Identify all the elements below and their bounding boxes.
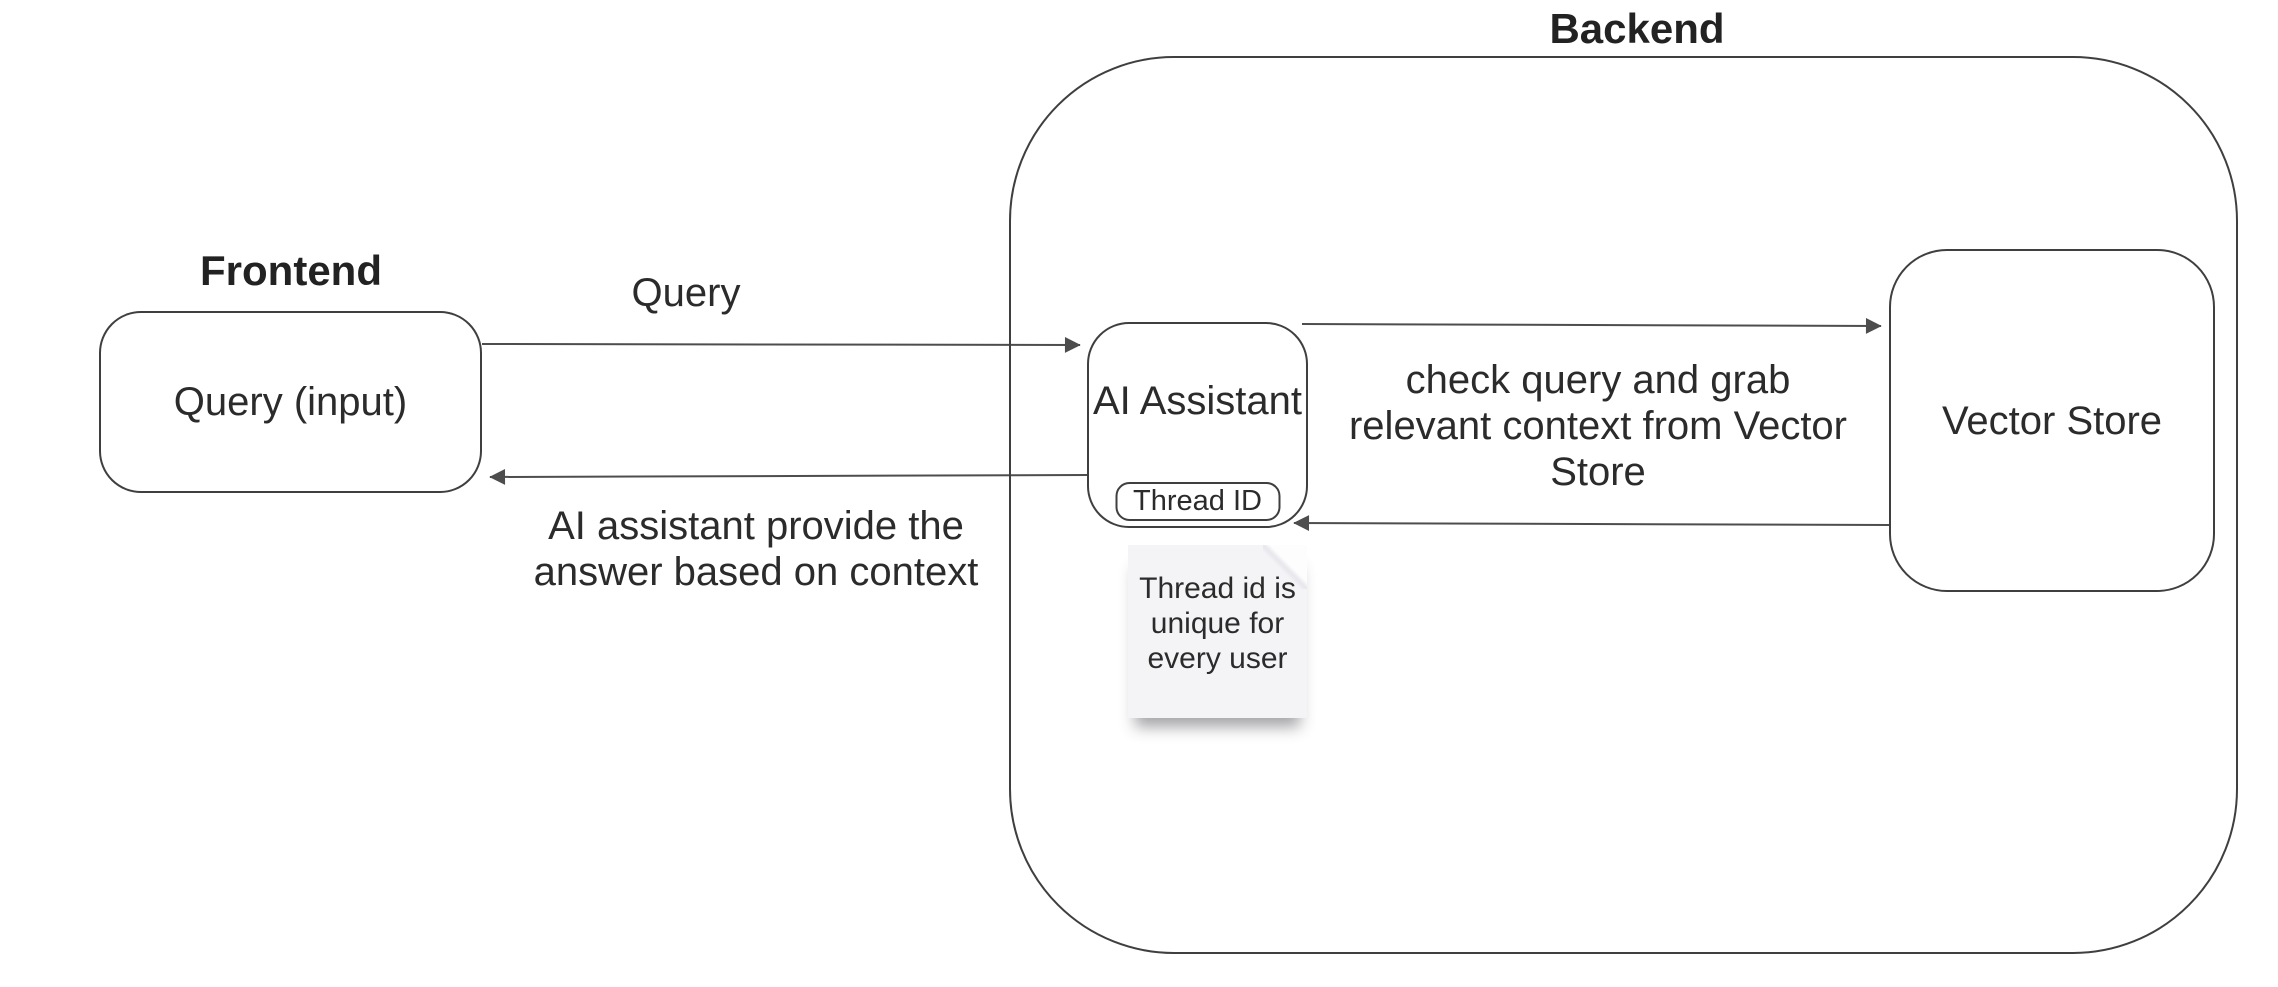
sticky-note-text: Thread id is unique for every user bbox=[1139, 572, 1296, 675]
thread-id-badge: Thread ID bbox=[1115, 482, 1280, 521]
sticky-note: Thread id is unique for every user bbox=[1128, 545, 1307, 718]
node-vector-store-label: Vector Store bbox=[1941, 398, 2163, 443]
edge-label-check-query: check query and grab relevant context fr… bbox=[1348, 358, 1847, 494]
node-ai-assistant: AI Assistant Thread ID bbox=[1087, 322, 1308, 528]
edge-query-arrow bbox=[481, 337, 1081, 353]
node-query-input-label: Query (input) bbox=[173, 380, 408, 424]
edge-answer-arrow bbox=[489, 469, 1088, 485]
node-vector-store: Vector Store bbox=[1889, 249, 2215, 592]
frontend-group-title: Frontend bbox=[200, 247, 382, 294]
backend-group-container bbox=[1009, 56, 2238, 954]
edge-label-query: Query bbox=[631, 271, 741, 315]
node-ai-assistant-label: AI Assistant bbox=[1093, 379, 1302, 423]
backend-group-title: Backend bbox=[1549, 5, 1725, 52]
node-query-input: Query (input) bbox=[99, 311, 482, 493]
edge-label-answer: AI assistant provide the answer based on… bbox=[533, 504, 979, 594]
sticky-note-fold-corner bbox=[1263, 545, 1307, 589]
